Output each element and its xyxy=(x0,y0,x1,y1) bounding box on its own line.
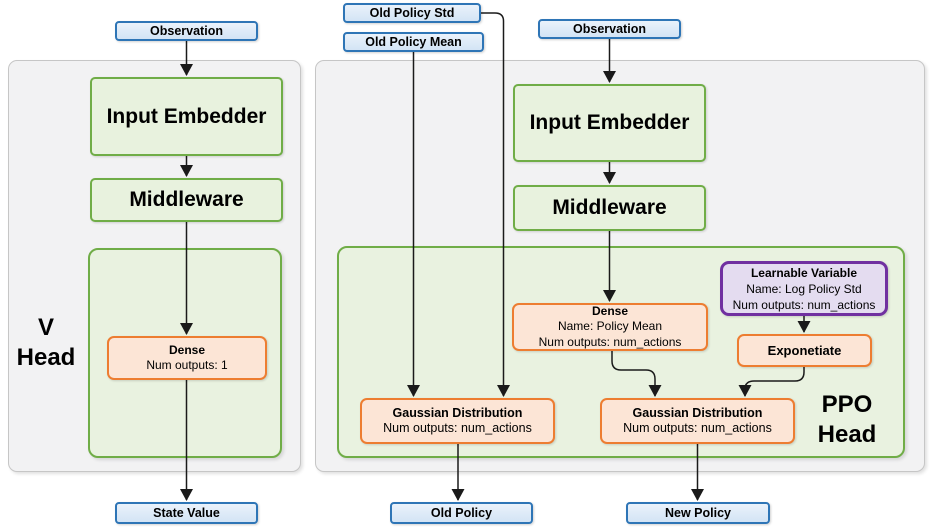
old-policy-std-input: Old Policy Std xyxy=(343,3,481,23)
ppo-head-title-line2: Head xyxy=(817,421,877,448)
old-policy-output: Old Policy xyxy=(390,502,533,524)
input-embedder-node-ppo: Input Embedder xyxy=(513,84,706,162)
middleware-node-v: Middleware xyxy=(90,178,283,222)
observation-input-ppo-label: Observation xyxy=(573,22,646,36)
ppo-head-title-line1: PPO xyxy=(821,391,873,418)
learnable-variable-node: Learnable Variable Name: Log Policy Std … xyxy=(720,261,888,316)
learnable-variable-title: Learnable Variable xyxy=(750,265,858,280)
dense-node-ppo-name: Name: Policy Mean xyxy=(557,319,663,334)
old-policy-mean-input: Old Policy Mean xyxy=(343,32,484,52)
dense-node-v-title: Dense xyxy=(168,342,206,357)
gaussian-old-title: Gaussian Distribution xyxy=(392,405,523,420)
learnable-variable-outputs: Num outputs: num_actions xyxy=(732,297,876,312)
v-head-title-line2: Head xyxy=(16,344,76,371)
exponetiate-node-label: Exponetiate xyxy=(767,342,842,358)
middleware-node-v-label: Middleware xyxy=(129,188,244,211)
input-embedder-node-v: Input Embedder xyxy=(90,77,283,156)
new-policy-output-label: New Policy xyxy=(665,506,731,520)
learnable-variable-name: Name: Log Policy Std xyxy=(746,281,862,296)
state-value-output-label: State Value xyxy=(153,506,220,520)
gaussian-old-outputs: Num outputs: num_actions xyxy=(383,421,532,435)
middleware-node-ppo-label: Middleware xyxy=(552,196,667,219)
dense-node-ppo: Dense Name: Policy Mean Num outputs: num… xyxy=(512,303,708,351)
old-policy-mean-input-label: Old Policy Mean xyxy=(365,35,462,49)
exponetiate-node: Exponetiate xyxy=(737,334,872,367)
input-embedder-node-ppo-label: Input Embedder xyxy=(529,111,690,134)
observation-input-v: Observation xyxy=(115,21,258,41)
gaussian-new-outputs: Num outputs: num_actions xyxy=(623,421,772,435)
v-head-title-line1: V xyxy=(37,314,54,341)
input-embedder-node-v-label: Input Embedder xyxy=(106,104,267,128)
gaussian-distribution-new-node: Gaussian Distribution Num outputs: num_a… xyxy=(600,398,795,444)
new-policy-output: New Policy xyxy=(626,502,770,524)
dense-node-v: Dense Num outputs: 1 xyxy=(107,336,267,380)
middleware-node-ppo: Middleware xyxy=(513,185,706,231)
dense-node-ppo-outputs: Num outputs: num_actions xyxy=(538,334,682,349)
observation-input-ppo: Observation xyxy=(538,19,681,39)
old-policy-output-label: Old Policy xyxy=(430,506,493,520)
dense-node-v-outputs: Num outputs: 1 xyxy=(146,358,228,372)
dense-node-ppo-title: Dense xyxy=(591,303,629,318)
gaussian-distribution-old-node: Gaussian Distribution Num outputs: num_a… xyxy=(360,398,555,444)
state-value-output: State Value xyxy=(115,502,258,524)
ppo-head-title: PPO Head xyxy=(811,390,883,450)
gaussian-new-title: Gaussian Distribution xyxy=(632,405,763,420)
observation-input-v-label: Observation xyxy=(150,24,223,38)
v-head-title: V Head xyxy=(11,313,81,373)
old-policy-std-input-label: Old Policy Std xyxy=(369,6,455,20)
